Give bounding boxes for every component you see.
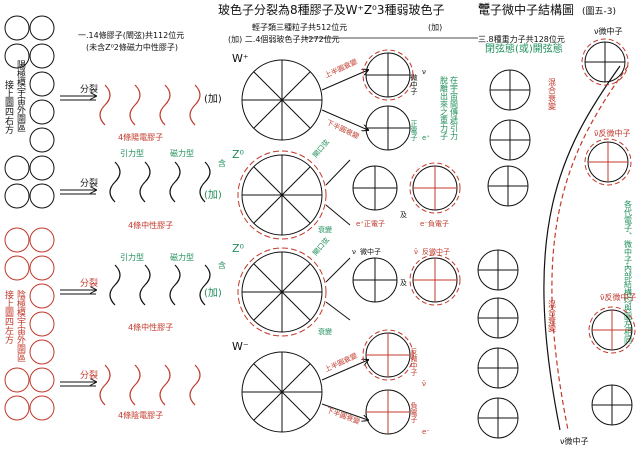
title-small: 表義 [478,2,490,10]
row1-lower-decay: 下半圓衰變 [325,118,361,141]
row2-caption: 4條中性膠子 [128,220,173,230]
note-plus-right: (加) [428,22,442,32]
row3-boson: Z⁰ [232,242,245,255]
row2-epositron: e⁺正電子 [356,220,385,228]
row3-neutrino: 微中子 [360,247,381,256]
note-light: 輕子類三種粒子共512位元 [252,22,347,32]
row1-neutrino: 微中子 [410,73,418,95]
row4-lower-decay: 下半圓衰變 [325,405,361,425]
note-gluons-sub: (未含Z⁰2條磁力中性膠子) [86,42,178,52]
row4-nubar: ν̄ [422,380,426,388]
row3-and: 及 [400,279,407,287]
split-label-2: 分裂 [80,178,98,189]
row1-positron: 正電子 [410,120,418,141]
row2-gate: 閘口弦 [311,137,331,159]
right-structure: 各代電子、微中子內部結構均與圖左相同 [624,199,633,345]
row3-gate: 閘口弦 [311,235,331,257]
left-column-lower [4,227,55,421]
gluon-strings-row1 [99,84,201,126]
row2-mix: 含 [218,158,226,168]
right-closed-open: 閉弦態(或)開弦態 [485,42,563,55]
row1-plus: (加) [204,93,222,105]
row1-boson: W⁺ [232,52,249,65]
gluon-strings-row4 [99,364,201,406]
row4-electron: 負電子 [410,401,418,423]
row2-decay: 衰變 [318,225,332,234]
row1-caption: 4條陽電膠子 [118,132,163,142]
row3-antineutrino: 反微中子 [422,247,450,256]
boson-wheel-3 [237,247,327,337]
row2-plus: (加) [204,189,222,201]
split-arrows [60,96,96,387]
row3-mix: 含 [218,260,226,270]
row4-antineutrino: 反微中子 [410,347,418,376]
right-gluon-out: 脫離出來之重力子 [440,75,449,140]
right-nubar-mid: ν̄反微中子 [594,128,630,138]
row2-type-b: 磁力型 [170,148,194,158]
lepton-circles [352,49,461,435]
row2-eelectron: e⁻負電子 [420,219,449,228]
decay-arrows [321,70,368,420]
boson-wheel-1 [241,59,323,141]
boson-wheel-4 [241,351,323,433]
row4-upper-decay: 上半圓衰變 [323,351,359,374]
right-nubar-low: ν̄反微中子 [600,292,636,302]
left-upper-label: 陽極模宇宙外圍區 [15,60,26,132]
row3-decay: 衰變 [318,327,332,336]
title-tag: 電子微中子結構圖 [478,2,574,17]
right-mixed-decay-bottom: 混合衰變 [548,300,557,333]
gluon-strings-row2 [109,161,211,203]
row1-nu: ν [422,68,426,76]
split-label-1: 分裂 [80,84,98,95]
left-lower-label: 陰極模宇宙外圍區 [15,289,26,362]
row2-and: 及 [400,211,407,219]
left-column-upper [4,15,55,209]
right-mixed-decay-top: 混合衰變 [548,78,557,111]
row3-nubar: ν̄ [414,248,418,256]
row4-boson: W⁻ [232,340,249,353]
right-nu-bottom: ν微中子 [560,436,588,446]
boson-wheel-2 [237,150,327,240]
row4-caption: 4條陰電膠子 [118,410,163,420]
row3-caption: 4條中性膠子 [128,322,173,332]
note-eight: 三.8種重力子共128位元 [478,34,565,44]
row3-type-a: 引力型 [120,252,144,262]
row2-boson: Z⁰ [232,148,245,161]
left-upper-bottom: 接上圖四右方 [3,79,14,135]
right-circles [477,38,636,439]
row1-eplus: e⁺ [422,134,430,142]
row2-type-a: 引力型 [120,148,144,158]
row4-eminus: e⁻ [422,428,430,436]
right-cosmic: 在宇宙間傳遞引力 [450,75,459,141]
note-weak: (加) 二.4個弱玻色子共272位元 [228,34,340,44]
left-lower-bottom: 接上圖四左方 [3,289,14,345]
title-suffix: (圖五-3) [582,6,616,17]
right-spiral-strings [543,65,629,431]
split-label-3: 分裂 [80,278,98,289]
split-label-4: 分裂 [80,370,98,381]
page-title: 玻色子分裂為8種膠子及W⁺Z⁰3種弱玻色子 [218,3,445,17]
gluon-strings-row3 [109,264,211,306]
right-nu-top: ν微中子 [594,26,622,36]
note-gluons: 一.14條膠子(閘弦)共112位元 [78,30,184,40]
row3-plus: (加) [204,287,222,299]
row3-type-b: 磁力型 [170,252,194,262]
row3-nu: ν [352,248,356,256]
